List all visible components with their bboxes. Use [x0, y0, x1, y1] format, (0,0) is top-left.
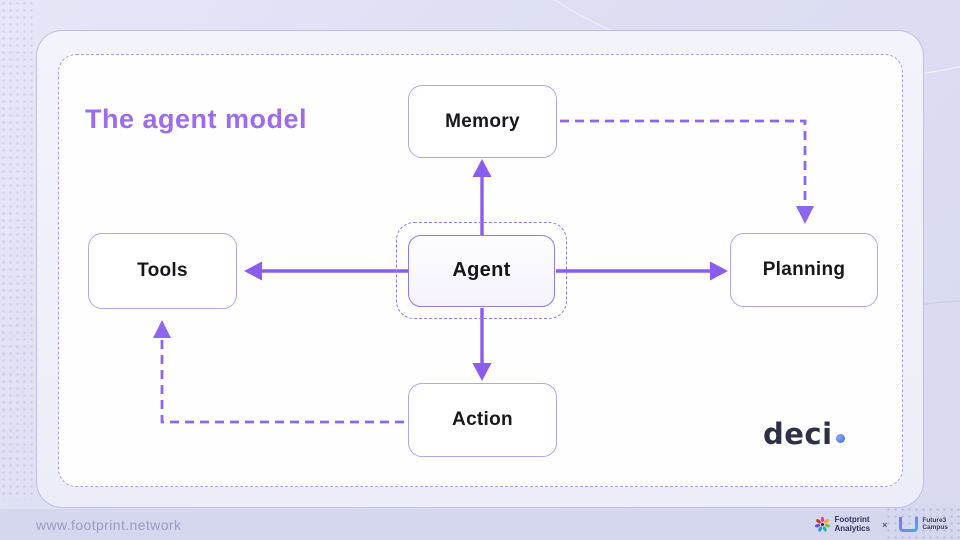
future3-w-icon	[899, 517, 919, 532]
node-memory: Memory	[408, 85, 557, 158]
page-title: The agent model	[85, 104, 308, 134]
node-agent-label: Agent	[452, 259, 511, 281]
node-action: Action	[408, 383, 557, 457]
deci-logo: deci	[763, 417, 845, 451]
footer-bar: www.footprint.network Foo	[0, 509, 960, 540]
node-agent-dashed-frame: Agent	[396, 222, 567, 319]
footer-brands: Footprint Analytics × Fu	[814, 515, 948, 533]
footprint-line2: Analytics	[834, 523, 871, 533]
dot-pattern-footer-right	[885, 506, 960, 540]
node-tools-label: Tools	[137, 260, 188, 281]
node-planning-label: Planning	[762, 259, 846, 280]
future3-campus-label: Future3 Campus	[922, 517, 948, 532]
node-tools: Tools	[88, 233, 237, 309]
brand-separator: ×	[882, 520, 887, 530]
node-memory-label: Memory	[445, 110, 520, 132]
future3-line2: Campus	[922, 524, 948, 532]
node-agent: Agent	[408, 234, 555, 307]
footprint-pinwheel-icon	[814, 516, 830, 532]
dot-pattern-left	[0, 0, 36, 500]
node-action-label: Action	[452, 409, 513, 430]
footer-url: www.footprint.network	[36, 516, 182, 533]
footprint-analytics-label: Footprint Analytics	[834, 515, 871, 533]
footprint-analytics-logo: Footprint Analytics	[814, 515, 871, 533]
future3-line1: Future3	[922, 517, 948, 525]
node-planning: Planning	[730, 233, 878, 307]
footprint-line1: Footprint	[834, 515, 870, 525]
deci-logo-dot-icon	[835, 434, 845, 443]
deci-logo-text: deci	[763, 417, 833, 451]
future3-campus-logo: Future3 Campus	[899, 517, 948, 532]
